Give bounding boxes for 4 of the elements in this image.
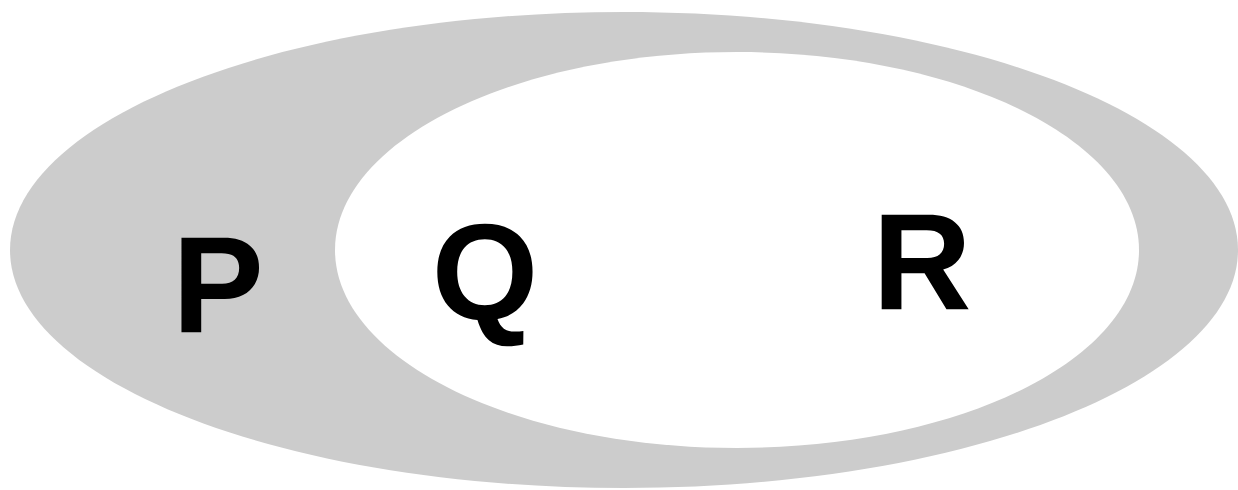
region-label: P (181, 237, 260, 333)
region-label: R (881, 214, 969, 310)
region-label: Q (437, 223, 533, 347)
ellipse-region (335, 52, 1139, 448)
